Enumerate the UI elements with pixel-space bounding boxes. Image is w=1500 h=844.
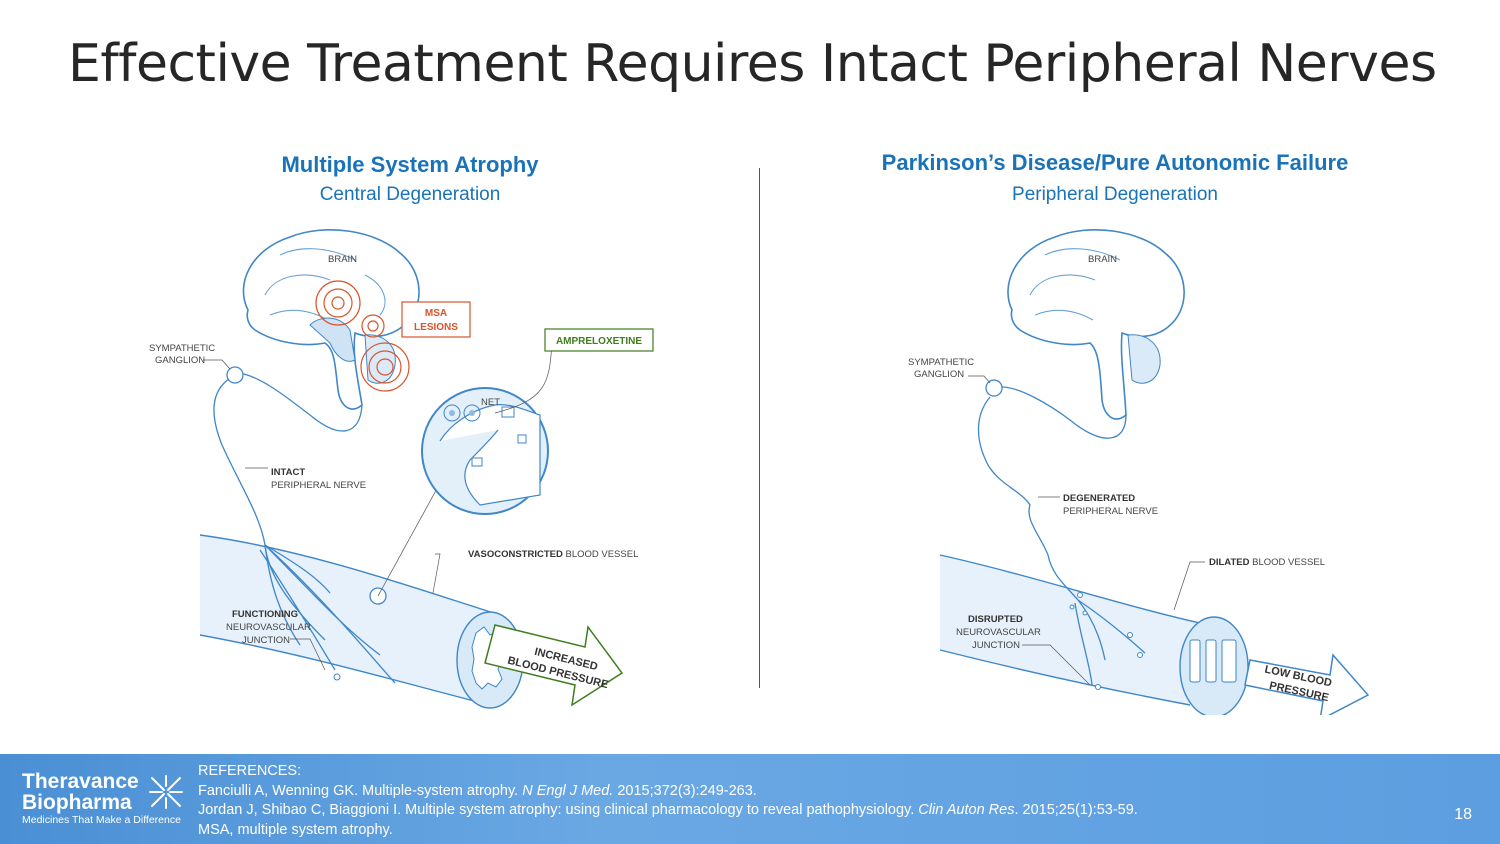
degenerated-label: DEGENERATED [1063, 493, 1135, 504]
ganglion-label-right: SYMPATHETIC [908, 357, 974, 368]
logo-line-1: Theravance [22, 770, 139, 793]
dilated-vessel [939, 554, 1249, 715]
synapse-zoom-circle [377, 387, 549, 597]
intact-peripheral-nerve [213, 372, 396, 684]
peripheral-nerve-label: PERIPHERAL NERVE [271, 480, 366, 491]
references-heading: REFERENCES: [198, 763, 302, 779]
increased-bp-arrow [484, 624, 624, 707]
neurovascular-label: NEUROVASCULAR [226, 622, 311, 633]
msa-illustration: BRAIN MSA LESIONS AMPRELOXETINE NET SYMP… [149, 229, 654, 709]
panel-divider [759, 168, 760, 688]
disrupted-label: DISRUPTED [968, 614, 1023, 625]
peripheral-nerve-label-right: PERIPHERAL NERVE [1063, 506, 1158, 517]
junction-label: JUNCTION [242, 635, 290, 646]
page-number: 18 [1454, 806, 1472, 823]
degenerated-peripheral-nerve [977, 386, 1146, 686]
low-bp-arrow [1244, 653, 1370, 715]
brain-label: BRAIN [328, 254, 357, 265]
pd-paf-illustration: BRAIN SYMPATHETIC GANGLION DEGENERATED P… [908, 229, 1370, 715]
ganglion-label-2: GANGLION [155, 355, 205, 366]
neurovascular-label-right: NEUROVASCULAR [956, 627, 1041, 638]
intact-label: INTACT [271, 467, 305, 478]
ganglion-node-right [985, 379, 1003, 397]
ampreloxetine-box [544, 328, 654, 352]
functioning-label: FUNCTIONING [232, 609, 298, 620]
ganglion-label-right-2: GANGLION [914, 369, 964, 380]
footer-bar: Theravance Biopharma Medicines That Make… [0, 754, 1500, 844]
abbreviation-note: MSA, multiple system atrophy. [198, 821, 393, 838]
slide-title: Effective Treatment Requires Intact Peri… [68, 34, 1437, 94]
junction-label-right: JUNCTION [972, 640, 1020, 651]
brain-icon [242, 229, 420, 410]
logo-tagline: Medicines That Make a Difference [22, 814, 181, 826]
left-panel-heading: Multiple System Atrophy [281, 152, 539, 177]
references-block: REFERENCES: Fanciulli A, Wenning GK. Mul… [198, 762, 1138, 840]
reference-1: Fanciulli A, Wenning GK. Multiple-system… [198, 782, 757, 799]
net-label: NET [481, 397, 500, 408]
starburst-logo-icon [149, 775, 183, 809]
msa-lesions-box [401, 301, 471, 338]
msa-lesion-marks [315, 280, 410, 392]
ganglion-node [226, 366, 244, 384]
brain-icon-right [1007, 229, 1185, 420]
reference-2: Jordan J, Shibao C, Biaggioni I. Multipl… [198, 802, 1138, 818]
right-panel-heading: Parkinson’s Disease/Pure Autonomic Failu… [881, 150, 1349, 175]
logo-line-2: Biopharma [22, 791, 132, 814]
ampreloxetine-label: AMPRELOXETINE [556, 336, 642, 347]
vessel-label: VASOCONSTRICTED BLOOD VESSEL [468, 549, 638, 560]
msa-label: MSA [425, 308, 447, 319]
nerve-fragments [1069, 592, 1143, 690]
lesions-label: LESIONS [414, 322, 458, 333]
left-panel-subheading: Central Degeneration [319, 184, 501, 205]
ganglion-label: SYMPATHETIC [149, 343, 215, 354]
brain-label-right: BRAIN [1088, 254, 1117, 265]
vessel-label-right: DILATED BLOOD VESSEL [1209, 557, 1325, 568]
right-panel-subheading: Peripheral Degeneration [1012, 184, 1218, 205]
